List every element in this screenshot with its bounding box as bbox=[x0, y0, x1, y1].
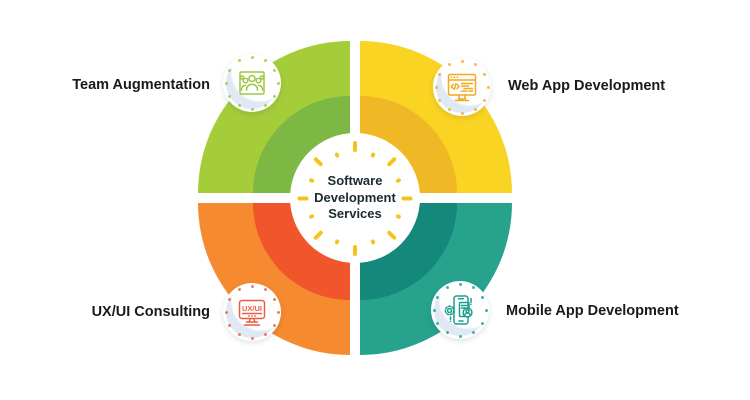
code-browser-icon bbox=[447, 73, 477, 102]
dotted-ring bbox=[433, 58, 491, 116]
mobile-app-development-badge bbox=[431, 281, 489, 339]
uxui-monitor-icon: UX/UI bbox=[238, 299, 266, 326]
team-group-icon bbox=[239, 71, 265, 95]
label-team-augmentation: Team Augmentation bbox=[72, 77, 210, 93]
label-web-app-development: Web App Development bbox=[508, 78, 666, 94]
center-title: Software Development Services bbox=[314, 173, 396, 222]
center-hub: Software Development Services bbox=[290, 133, 420, 263]
team-augmentation-badge bbox=[223, 54, 281, 112]
dotted-ring bbox=[223, 54, 281, 112]
label-uxui-consulting: UX/UI Consulting bbox=[91, 304, 210, 320]
label-mobile-app-development: Mobile App Development bbox=[506, 303, 679, 319]
uxui-consulting-badge: UX/UI bbox=[223, 283, 281, 341]
uxui-screen-text: UX/UI bbox=[242, 304, 262, 313]
dotted-ring bbox=[431, 281, 489, 339]
sun-rays-icon bbox=[290, 133, 420, 263]
web-app-development-badge bbox=[433, 58, 491, 116]
mobile-app-icon bbox=[444, 295, 473, 325]
dotted-ring bbox=[223, 283, 281, 341]
